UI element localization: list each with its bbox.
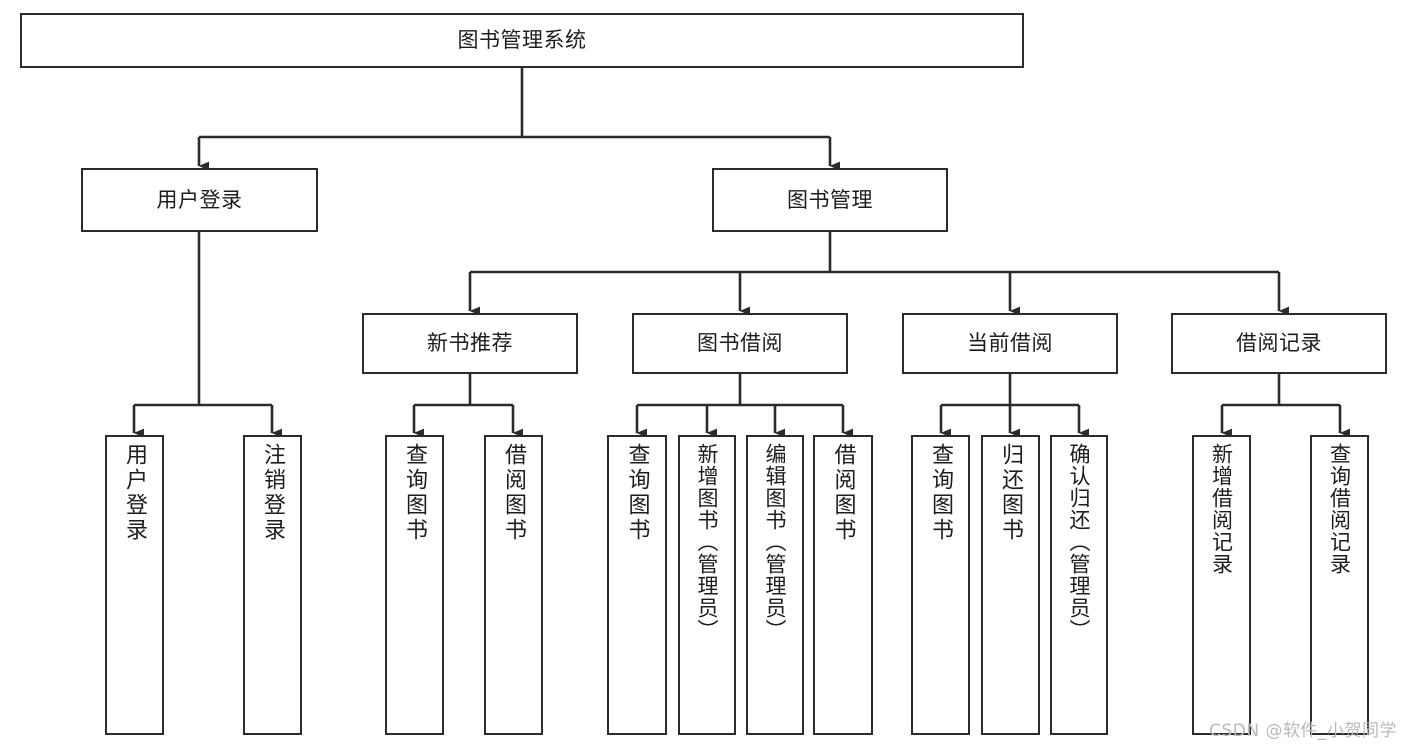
leaf-user-login-logout[interactable]: 注销登录 [243, 435, 302, 735]
node-borrow-record-label: 借阅记录 [1236, 331, 1322, 356]
leaf-current-borrow-confirm-return-label: 确认归还（管理员） [1067, 443, 1092, 641]
leaf-book-borrow-edit[interactable]: 编辑图书（管理员） [746, 435, 804, 735]
leaf-user-login-login-label: 用户登录 [122, 443, 148, 543]
node-book-management[interactable]: 图书管理 [712, 168, 948, 232]
node-user-login[interactable]: 用户登录 [81, 168, 318, 232]
leaf-current-borrow-query-label: 查询图书 [928, 443, 954, 543]
leaf-borrow-record-add-label: 新增借阅记录 [1209, 443, 1234, 575]
node-new-book-recommend-label: 新书推荐 [427, 331, 513, 356]
leaf-book-borrow-edit-label: 编辑图书（管理员） [763, 443, 788, 641]
node-new-book-recommend[interactable]: 新书推荐 [362, 313, 578, 374]
node-user-login-label: 用户登录 [156, 187, 243, 212]
leaf-new-book-borrow-label: 借阅图书 [501, 443, 527, 543]
leaf-new-book-query[interactable]: 查询图书 [385, 435, 444, 735]
leaf-borrow-record-add[interactable]: 新增借阅记录 [1192, 435, 1251, 735]
csdn-watermark: CSDN @软件_小贺同学 [1209, 721, 1397, 741]
leaf-book-borrow-borrow-label: 借阅图书 [830, 443, 856, 543]
leaf-user-login-login[interactable]: 用户登录 [105, 435, 164, 735]
leaf-book-borrow-borrow[interactable]: 借阅图书 [813, 435, 873, 735]
leaf-current-borrow-confirm-return[interactable]: 确认归还（管理员） [1050, 435, 1108, 735]
leaf-borrow-record-query[interactable]: 查询借阅记录 [1310, 435, 1369, 735]
leaf-new-book-query-label: 查询图书 [402, 443, 428, 543]
node-book-management-label: 图书管理 [787, 187, 873, 212]
node-book-borrow[interactable]: 图书借阅 [632, 313, 848, 374]
node-current-borrow-label: 当前借阅 [967, 331, 1053, 356]
node-root[interactable]: 图书管理系统 [20, 13, 1024, 68]
leaf-current-borrow-return[interactable]: 归还图书 [981, 435, 1040, 735]
leaf-book-borrow-add-label: 新增图书（管理员） [695, 443, 720, 641]
node-current-borrow[interactable]: 当前借阅 [902, 313, 1118, 374]
node-root-label: 图书管理系统 [457, 28, 587, 53]
leaf-book-borrow-query[interactable]: 查询图书 [607, 435, 667, 735]
leaf-current-borrow-query[interactable]: 查询图书 [911, 435, 970, 735]
leaf-new-book-borrow[interactable]: 借阅图书 [484, 435, 543, 735]
node-book-borrow-label: 图书借阅 [697, 331, 783, 356]
node-borrow-record[interactable]: 借阅记录 [1171, 313, 1387, 374]
leaf-user-login-logout-label: 注销登录 [260, 443, 286, 543]
leaf-book-borrow-add[interactable]: 新增图书（管理员） [678, 435, 736, 735]
leaf-book-borrow-query-label: 查询图书 [624, 443, 650, 543]
leaf-borrow-record-query-label: 查询借阅记录 [1327, 443, 1352, 575]
leaf-current-borrow-return-label: 归还图书 [998, 443, 1024, 543]
